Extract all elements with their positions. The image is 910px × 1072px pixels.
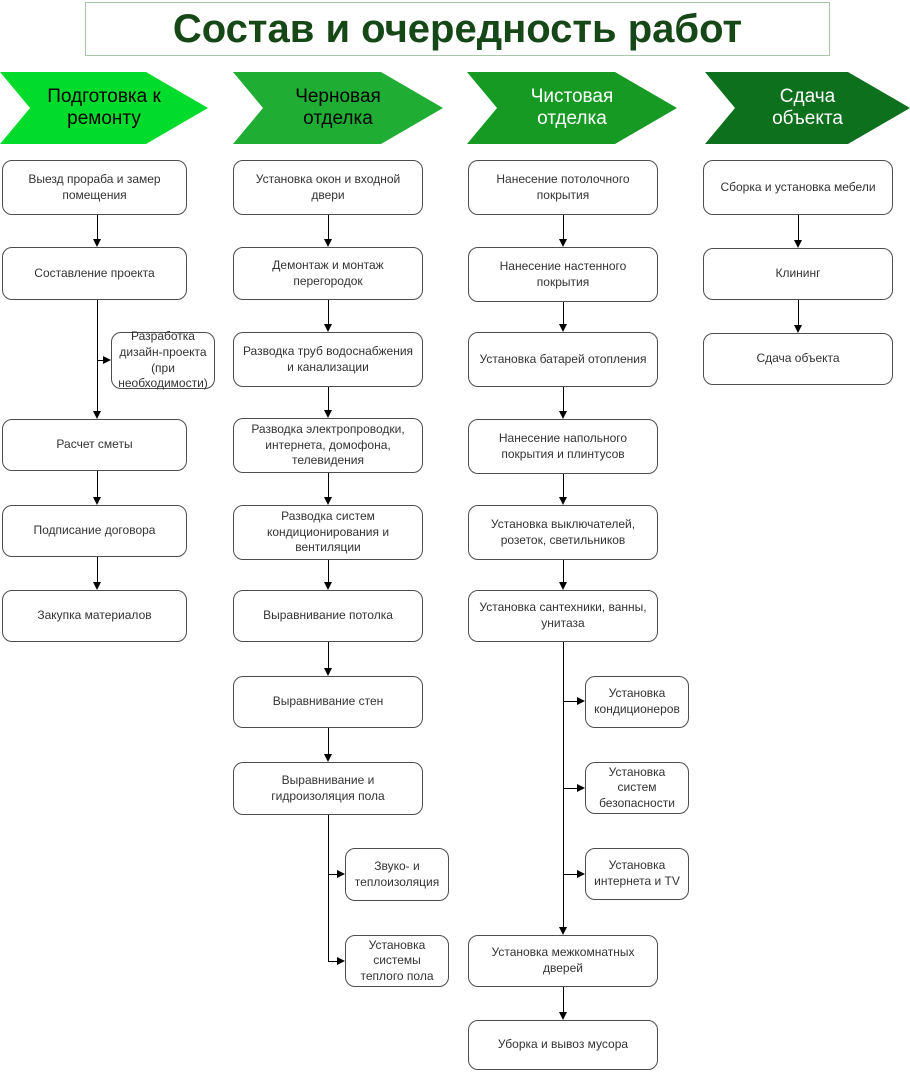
node-contract-signing: Подписание договора [2,505,187,557]
arrowhead-down [559,324,567,332]
connector-line-vertical [798,300,799,325]
stage-chevron-rough-finish: Черновая отделка [233,72,443,144]
node-hvac-systems: Разводка систем кондиционирования и вент… [233,505,423,560]
stage-label-line1: Черновая [295,85,381,107]
arrowhead-right [337,870,345,878]
arrowhead-right [577,870,585,878]
stage-label-line2: отделка [537,108,607,129]
connector-line-vertical [328,387,329,410]
connector-line-horizontal [329,961,337,962]
arrowhead-down [324,410,332,418]
node-foreman-visit: Выезд прораба и замер помещения [2,160,187,215]
node-ceiling-leveling: Выравнивание потолка [233,590,423,642]
arrowhead-down [324,668,332,676]
stage-label-line2: отделка [303,108,373,129]
node-ceiling-coating: Нанесение потолочного покрытия [468,160,658,215]
node-floor-heating: Установка системы теплого пола [345,935,449,987]
node-project-creation: Составление проекта [2,247,187,300]
connector-line-vertical [563,987,564,1012]
node-walls-leveling: Выравнивание стен [233,676,423,728]
stage-label-line1: Сдача [779,85,836,107]
stage-label-line1: Подготовка к [47,85,161,107]
node-handover: Сдача объекта [703,333,893,385]
node-sanitary-ware: Установка сантехники, ванны, унитаза [468,590,658,642]
connector-line-vertical [563,302,564,324]
connector-line-vertical [563,215,564,239]
connector-line-vertical [328,215,329,239]
node-furniture-assembly: Сборка и установка мебели [703,160,893,215]
node-air-conditioners: Установка кондиционеров [585,676,689,728]
node-materials-purchase: Закупка материалов [2,590,187,642]
arrowhead-down [93,497,101,505]
arrowhead-down [559,582,567,590]
connector-line-vertical [328,728,329,754]
node-floor-leveling: Выравнивание и гидроизоляция пола [233,762,423,815]
connector-line-horizontal [564,874,577,875]
node-plumbing-pipes: Разводка труб водоснабжения и канализаци… [233,332,423,387]
arrowhead-down [559,497,567,505]
arrowhead-right [103,356,111,364]
arrowhead-right [577,697,585,705]
node-estimate: Расчет сметы [2,419,187,471]
connector-line-vertical [563,642,564,927]
connector-line-horizontal [564,788,577,789]
arrowhead-down [559,927,567,935]
connector-line-vertical [328,642,329,668]
arrowhead-down [559,411,567,419]
node-interior-doors: Установка межкомнатных дверей [468,935,658,987]
connector-line-vertical [97,471,98,497]
node-sound-insulation: Звуко- и теплоизоляция [345,848,449,901]
connector-line-vertical [97,557,98,582]
stage-label-line1: Чистовая [530,85,614,107]
connector-line-vertical [563,474,564,497]
node-internet-tv: Установка интернета и TV [585,848,689,900]
node-partitions: Демонтаж и монтаж перегородок [233,247,423,300]
connector-line-vertical [563,560,564,582]
connector-line-horizontal [329,874,337,875]
node-security-systems: Установка систем безопасности [585,762,689,814]
stage-chevron-handover: Сдача объекта [705,72,910,144]
arrowhead-right [577,784,585,792]
arrowhead-down [93,582,101,590]
connector-line-vertical [97,215,98,239]
node-electrical-wiring: Разводка электропроводки, интернета, дом… [233,418,423,473]
connector-line-horizontal [98,360,104,361]
stage-label-line2: объекта [772,108,843,129]
node-floor-coating: Нанесение напольного покрытия и плинтусо… [468,419,658,474]
stage-label-line2: ремонту [67,108,141,129]
arrowhead-down [93,411,101,419]
arrowhead-down [324,582,332,590]
connector-line-vertical [328,300,329,324]
arrowhead-down [559,1012,567,1020]
node-design-project: Разработка дизайн-проекта (при необходим… [111,329,215,390]
stage-chevron-preparation: Подготовка к ремонту [0,72,208,144]
connector-line-vertical [328,473,329,497]
connector-line-vertical [328,815,329,962]
arrowhead-down [794,240,802,248]
connector-line-vertical [328,560,329,582]
node-wall-coating: Нанесение настенного покрытия [468,247,658,302]
arrowhead-down [794,325,802,333]
arrowhead-down [324,497,332,505]
arrowhead-down [93,239,101,247]
node-cleaning: Клининг [703,248,893,300]
arrowhead-down [324,324,332,332]
page-title: Состав и очередность работ [172,6,743,51]
node-radiators: Установка батарей отопления [468,332,658,387]
connector-line-horizontal [564,701,577,702]
arrowhead-right [337,957,345,965]
arrowhead-down [324,754,332,762]
node-switches-sockets: Установка выключателей, розеток, светиль… [468,505,658,560]
arrowhead-down [324,239,332,247]
connector-line-vertical [563,387,564,411]
connector-line-vertical [798,215,799,240]
title-box: Состав и очередность работ [85,2,830,56]
node-garbage-removal: Уборка и вывоз мусора [468,1020,658,1070]
stage-chevron-fine-finish: Чистовая отделка [467,72,677,144]
arrowhead-down [559,239,567,247]
node-windows-doors: Установка окон и входной двери [233,160,423,215]
connector-line-vertical [97,300,98,411]
